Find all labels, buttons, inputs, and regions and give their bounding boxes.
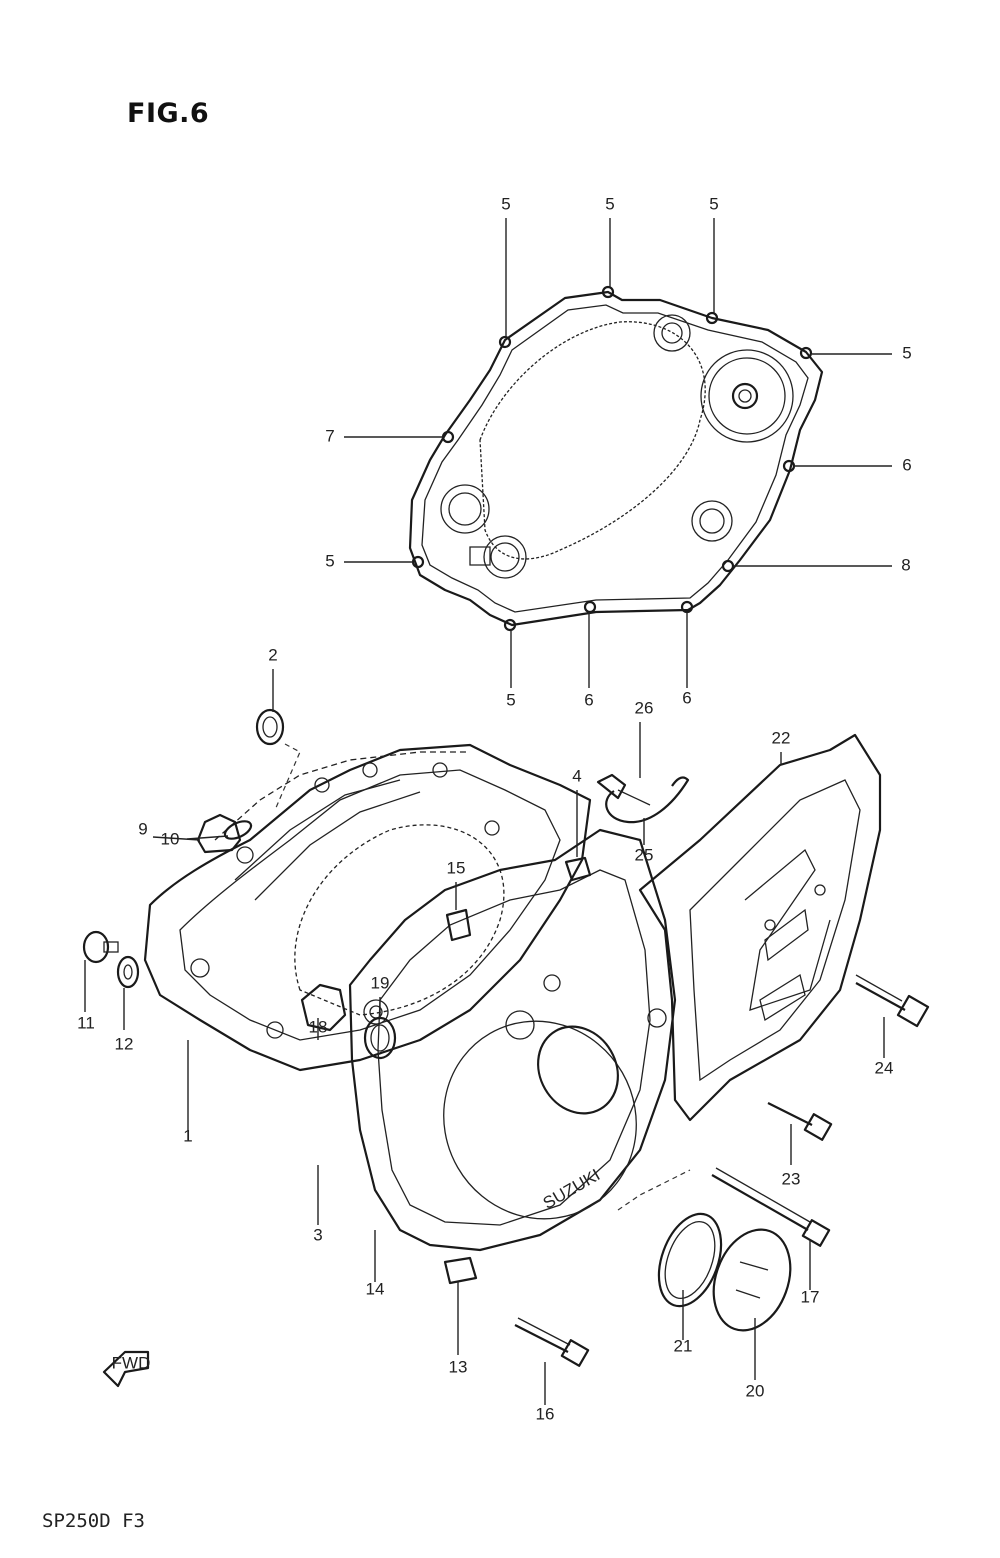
callout-11: 11	[77, 1013, 95, 1032]
callout-16: 16	[536, 1404, 555, 1423]
callout-5: 5	[902, 343, 911, 362]
callout-6: 6	[902, 455, 911, 474]
fwd-marker-text: FWD	[112, 1353, 151, 1372]
clutch-cover-assembly	[143, 743, 592, 1072]
callout-5: 5	[506, 690, 515, 709]
clutch-cover-gasket	[408, 285, 824, 632]
callout-1: 1	[183, 1126, 192, 1145]
callout-17: 17	[801, 1287, 820, 1306]
callout-7: 7	[325, 426, 334, 445]
upper-leader-lines	[344, 218, 892, 688]
callout-5: 5	[709, 194, 718, 213]
assembly-dashed-lines	[274, 743, 691, 1211]
callout-19: 19	[371, 973, 390, 992]
callout-13: 13	[449, 1357, 468, 1376]
callout-6: 6	[682, 688, 691, 707]
callout-4: 4	[572, 766, 581, 785]
callout-labels: 5 5 5 5 7 6 5 8 5 6 6 2 26 22 9 10 4 25 …	[77, 194, 912, 1423]
callout-9: 9	[138, 819, 147, 838]
lower-leader-lines	[84, 669, 885, 1405]
callout-23: 23	[782, 1169, 801, 1188]
callout-3: 3	[313, 1225, 322, 1244]
callout-24: 24	[875, 1058, 894, 1077]
magneto-cover: SUZUKI	[348, 828, 677, 1252]
callout-21: 21	[674, 1336, 693, 1355]
callout-14: 14	[366, 1279, 385, 1298]
callout-15: 15	[447, 858, 466, 877]
callout-5: 5	[501, 194, 510, 213]
small-parts: FWD	[82, 708, 930, 1388]
callout-26: 26	[635, 698, 654, 717]
sprocket-cover	[638, 733, 882, 1122]
callout-18: 18	[309, 1017, 328, 1036]
drawing-code: SP250D F3	[42, 1510, 145, 1532]
callout-2: 2	[268, 645, 277, 664]
callout-5: 5	[325, 551, 334, 570]
callout-25: 25	[635, 845, 654, 864]
figure-title: FIG.6	[127, 98, 210, 129]
callout-10: 10	[161, 829, 180, 848]
cover-logo-text: SUZUKI	[540, 1165, 603, 1213]
callout-12: 12	[115, 1034, 134, 1053]
callout-8: 8	[901, 555, 910, 574]
callout-22: 22	[772, 728, 791, 747]
callout-5: 5	[605, 194, 614, 213]
callout-20: 20	[746, 1381, 765, 1400]
callout-6: 6	[584, 690, 593, 709]
